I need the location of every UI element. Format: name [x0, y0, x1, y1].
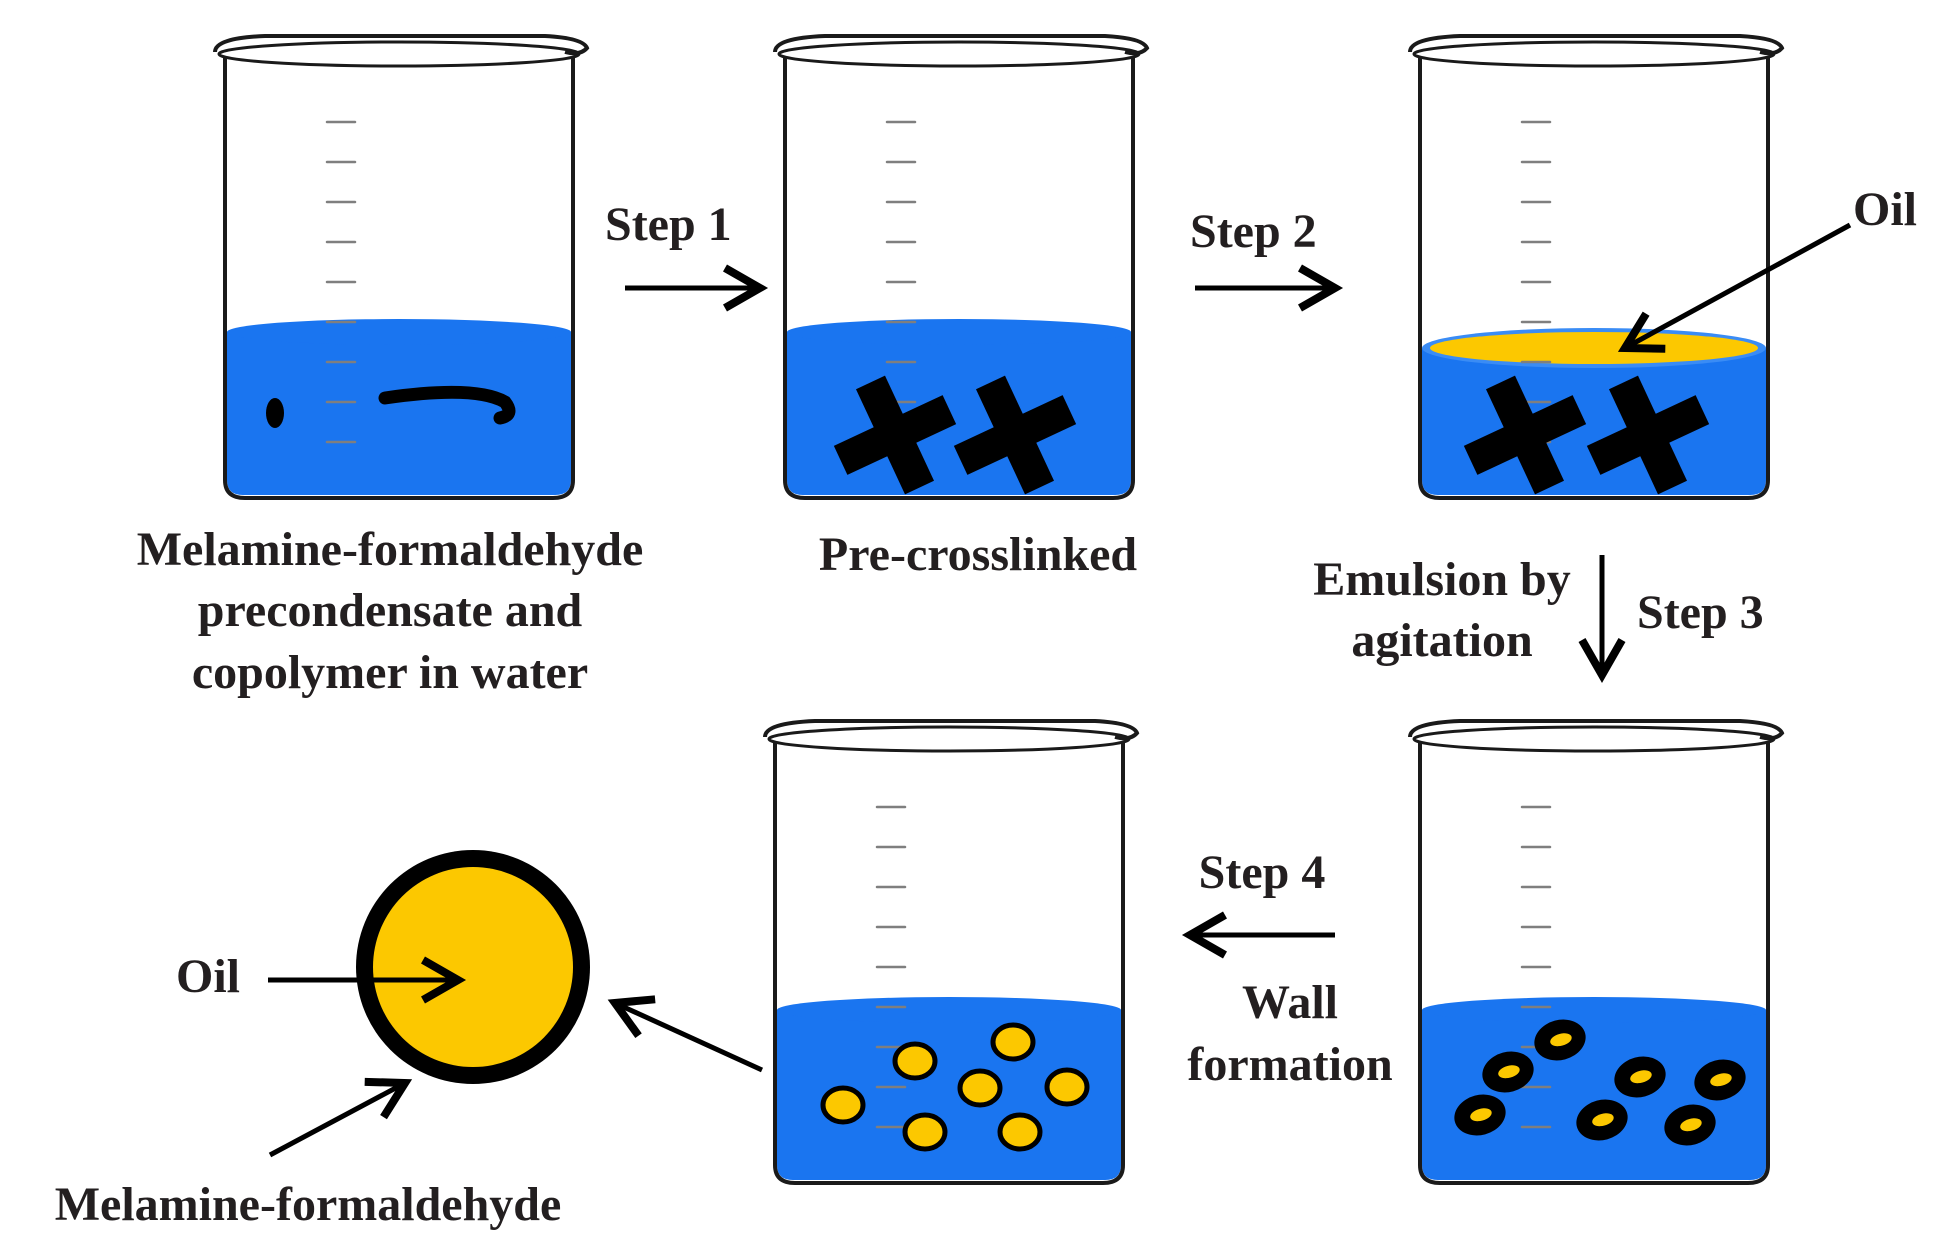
- forming-capsule-icon: [1454, 1094, 1506, 1136]
- beaker-1: [213, 34, 590, 500]
- microcapsule-dot: [892, 1041, 938, 1081]
- beaker-outline: [783, 58, 1135, 500]
- wall-label-line-1: Wall: [1242, 976, 1338, 1029]
- forming-capsule-icon: [1694, 1059, 1746, 1101]
- beaker-1-caption-line-2: precondensate and: [198, 584, 583, 637]
- polymer-strand: [975, 375, 1055, 495]
- oil-droplet-icon: [1710, 1073, 1732, 1087]
- microcapsules: [820, 1022, 1090, 1152]
- beaker-2-caption: Pre-crosslinked: [819, 528, 1138, 581]
- water-surface: [227, 319, 571, 345]
- copolymer-chain: [378, 385, 516, 425]
- beaker-outline: [223, 58, 575, 500]
- arrow-icon: [268, 1077, 413, 1158]
- oil-droplet-icon: [1498, 1065, 1520, 1079]
- forming-capsule-icon: [1664, 1104, 1716, 1146]
- shell-label: Melamine-formaldehyde: [55, 1178, 562, 1231]
- polymer-strand: [1485, 375, 1565, 495]
- beaker-1-caption-line-3: copolymer in water: [192, 646, 588, 699]
- forming-capsule-icon: [1534, 1019, 1586, 1061]
- oil-label-top: Oil: [1853, 183, 1917, 236]
- water-surface: [777, 997, 1121, 1023]
- forming-capsules: [1454, 1019, 1746, 1146]
- microcapsule-dot: [820, 1085, 866, 1125]
- arrow-icon: [607, 995, 764, 1073]
- step-4-label: Step 4: [1199, 846, 1326, 899]
- oil-droplet-icon: [1592, 1113, 1614, 1127]
- microcapsule-dot: [957, 1068, 1003, 1108]
- oil-label-capsule: Oil: [176, 950, 240, 1003]
- step-3-label: Step 3: [1637, 586, 1764, 639]
- microcapsule-dot: [997, 1112, 1043, 1152]
- step-1-label: Step 1: [605, 198, 732, 251]
- step-2-label: Step 2: [1190, 205, 1317, 258]
- beaker-rim-ellipse: [1412, 40, 1776, 68]
- water-fill: [227, 332, 571, 495]
- oil-droplet-icon: [1470, 1108, 1492, 1122]
- water-fill: [1422, 348, 1766, 495]
- wall-label-line-2: formation: [1187, 1038, 1392, 1091]
- crosslinked-polymer-icon: [953, 375, 1077, 495]
- crosslinked-polymer-icon: [1586, 375, 1710, 495]
- beaker-rim-ellipse: [217, 40, 581, 68]
- beaker-icon: [213, 34, 590, 500]
- emulsion-label-line-1: Emulsion by: [1313, 553, 1570, 606]
- water-fill: [787, 332, 1131, 495]
- crosslinked-polymer-icon: [833, 375, 957, 495]
- graduation-marks: [325, 120, 357, 444]
- microcapsule-dot: [1044, 1067, 1090, 1107]
- beaker-rim-ellipse: [1412, 725, 1776, 753]
- forming-capsule-icon: [1614, 1056, 1666, 1098]
- beaker-3: [1408, 34, 1785, 500]
- beaker-5: [763, 719, 1140, 1185]
- water-surface: [1422, 997, 1766, 1023]
- microcapsule-icon: [356, 850, 590, 1084]
- beaker-outline: [773, 743, 1125, 1185]
- emulsion-label-line-2: agitation: [1351, 614, 1532, 667]
- oil-layer: [1430, 332, 1758, 364]
- forming-capsule-icon: [1482, 1051, 1534, 1093]
- crosslinked-polymer-icon: [1463, 375, 1587, 495]
- beaker-1-caption-line-1: Melamine-formaldehyde: [137, 523, 644, 576]
- arrow-icon: [1617, 222, 1852, 353]
- beaker-icon: [773, 34, 1150, 500]
- beaker-rim-ellipse: [777, 40, 1141, 68]
- microcapsule-dot: [990, 1022, 1036, 1062]
- monomer-dot: [266, 398, 284, 428]
- oil-droplet-icon: [1630, 1070, 1652, 1084]
- beaker-outline: [1418, 743, 1770, 1185]
- beaker-2: [773, 34, 1150, 500]
- labels: Step 1 Step 2 Oil Melamine-formaldehyde …: [55, 183, 1917, 1231]
- polymer-strand: [855, 375, 935, 495]
- beaker-4: [1408, 719, 1785, 1185]
- arrows: [268, 222, 1852, 1158]
- oil-droplet-icon: [1680, 1118, 1702, 1132]
- beaker-icon: [763, 719, 1140, 1185]
- beaker-rim-ellipse: [767, 725, 1131, 753]
- forming-capsule-icon: [1576, 1099, 1628, 1141]
- water-surface: [787, 319, 1131, 345]
- beaker-outline: [1418, 58, 1770, 500]
- beaker-icon: [1408, 34, 1785, 500]
- microcapsule-dot: [902, 1112, 948, 1152]
- polymer-strand: [1608, 375, 1688, 495]
- capsule-oil-core: [373, 867, 573, 1067]
- oil-droplet-icon: [1550, 1033, 1572, 1047]
- graduation-marks: [875, 805, 907, 1129]
